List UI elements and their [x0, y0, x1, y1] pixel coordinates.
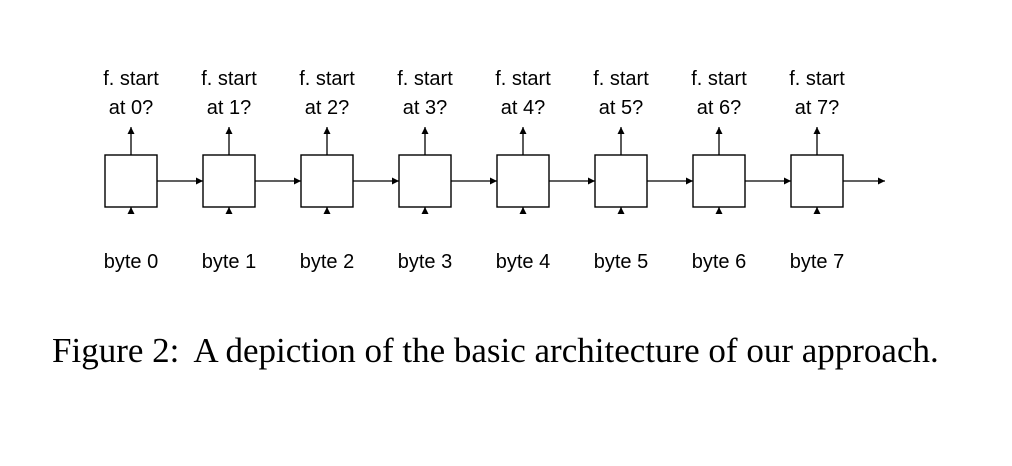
input-label-7: byte 7 [790, 251, 844, 273]
caption-text: A depiction of the basic architecture of… [193, 331, 939, 370]
input-label-4: byte 4 [496, 251, 550, 273]
cells-layer: f. start at 0? byte 0 f. start at 1? byte 1 f.… [103, 68, 845, 273]
links-layer [127, 127, 885, 214]
cell-box-7 [790, 154, 844, 208]
output-label-line2-4: at 4? [501, 97, 545, 119]
output-label-line1-0: f. start [103, 68, 159, 90]
cell-box-0 [104, 154, 158, 208]
architecture-diagram: f. start at 0? byte 0 f. start at 1? byte 1 f.… [103, 68, 885, 273]
figure-caption: Figure 2: A depiction of the basic archit… [52, 328, 972, 374]
caption-label: Figure 2: [52, 331, 180, 370]
output-label-line2-5: at 5? [599, 97, 643, 119]
output-label-line1-1: f. start [201, 68, 257, 90]
input-label-0: byte 0 [104, 251, 158, 273]
cell-box-5 [594, 154, 648, 208]
output-label-line1-5: f. start [593, 68, 649, 90]
input-label-3: byte 3 [398, 251, 452, 273]
cell-box-1 [202, 154, 256, 208]
output-label-line2-3: at 3? [403, 97, 447, 119]
output-label-line1-6: f. start [691, 68, 747, 90]
input-label-6: byte 6 [692, 251, 746, 273]
output-label-line2-1: at 1? [207, 97, 251, 119]
input-label-5: byte 5 [594, 251, 648, 273]
cell-box-2 [300, 154, 354, 208]
output-label-line1-3: f. start [397, 68, 453, 90]
output-label-line1-4: f. start [495, 68, 551, 90]
cell-box-3 [398, 154, 452, 208]
input-label-1: byte 1 [202, 251, 256, 273]
output-label-line2-6: at 6? [697, 97, 741, 119]
output-label-line2-2: at 2? [305, 97, 349, 119]
cell-box-6 [692, 154, 746, 208]
output-label-line2-0: at 0? [109, 97, 153, 119]
input-label-2: byte 2 [300, 251, 354, 273]
cell-box-4 [496, 154, 550, 208]
output-label-line2-7: at 7? [795, 97, 839, 119]
output-label-line1-7: f. start [789, 68, 845, 90]
output-label-line1-2: f. start [299, 68, 355, 90]
